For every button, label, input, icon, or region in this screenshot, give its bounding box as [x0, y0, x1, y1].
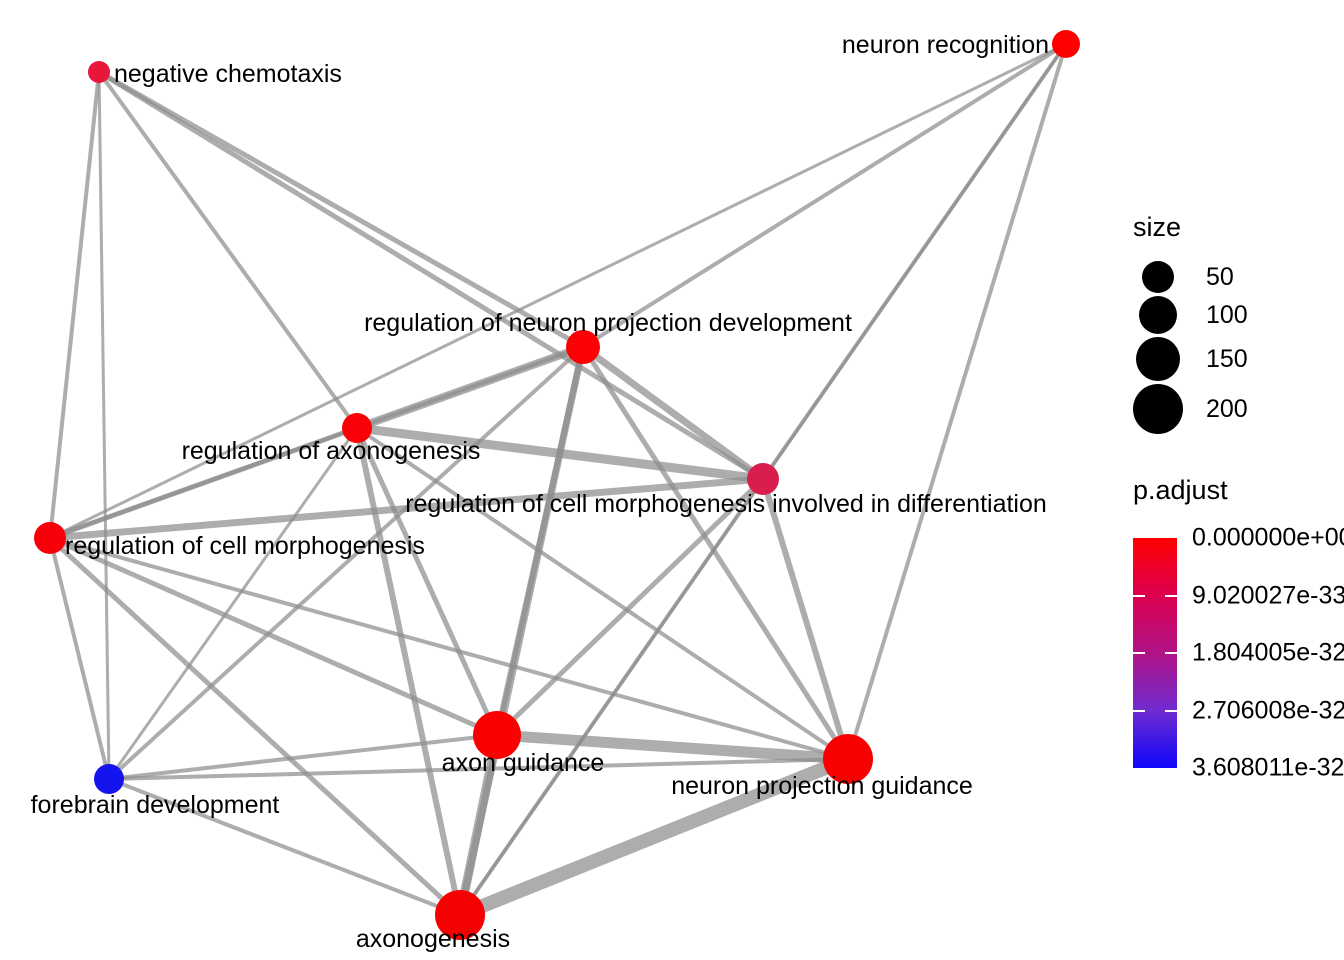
edge-forebrain-development--neuron-projection-guidance — [108, 757, 849, 781]
node-neuron-recognition — [1052, 30, 1080, 58]
padjust-tick-label: 2.706008e-32 — [1192, 696, 1344, 724]
edge-negative-chemotaxis--reg-cell-morphogenesis — [48, 71, 101, 539]
edge-reg-cell-morphogenesis--axonogenesis — [48, 536, 462, 917]
padjust-tick-label: 0.000000e+00 — [1192, 523, 1344, 552]
edge-negative-chemotaxis--reg-axonogenesis — [97, 70, 359, 430]
edge-reg-axonogenesis--reg-cell-morphogenesis — [49, 425, 358, 541]
node-label-reg-neuron-projection-development: regulation of neuron projection developm… — [364, 309, 852, 337]
node-reg-cell-morphogenesis-differentiation — [747, 463, 779, 495]
edge-reg-neuron-projection-development--reg-cell-morphogenesis-differentiation — [580, 344, 766, 482]
size-legend-circle — [1136, 337, 1180, 381]
size-legend-item: 100 — [1126, 296, 1336, 334]
padjust-legend: p.adjust 0.000000e+00 9.020027e-33 1.80400… — [1126, 475, 1344, 784]
node-label-forebrain-development: forebrain development — [31, 791, 280, 819]
edge-reg-cell-morphogenesis--axon-guidance — [48, 535, 499, 738]
size-legend-circle-cell — [1126, 384, 1190, 434]
size-legend-circle-cell — [1126, 261, 1190, 293]
edge-reg-neuron-projection-development--neuron-projection-guidance — [580, 345, 851, 761]
size-legend-item: 200 — [1126, 384, 1336, 434]
edge-axon-guidance--neuron-projection-guidance — [496, 729, 849, 765]
edge-reg-cell-morphogenesis--forebrain-development — [48, 537, 111, 780]
edge-reg-axonogenesis--neuron-projection-guidance — [355, 426, 850, 761]
padjust-legend-body: 0.000000e+00 9.020027e-33 1.804005e-32 2.70… — [1126, 524, 1344, 784]
edge-negative-chemotaxis--reg-neuron-projection-development — [97, 69, 585, 350]
node-reg-neuron-projection-development — [566, 330, 600, 364]
size-legend-circle-cell — [1126, 337, 1190, 381]
edge-reg-cell-morphogenesis-differentiation--axonogenesis — [458, 477, 765, 917]
node-label-axon-guidance: axon guidance — [442, 749, 605, 777]
size-legend-item: 50 — [1126, 261, 1336, 293]
node-label-reg-cell-morphogenesis: regulation of cell morphogenesis — [65, 532, 425, 560]
node-label-reg-axonogenesis: regulation of axonogenesis — [182, 437, 481, 465]
node-neuron-projection-guidance — [823, 734, 873, 784]
edge-neuron-recognition--neuron-projection-guidance — [846, 43, 1068, 760]
padjust-legend-title: p.adjust — [1133, 475, 1228, 505]
edge-reg-cell-morphogenesis--neuron-projection-guidance — [49, 536, 849, 761]
edge-negative-chemotaxis--reg-cell-morphogenesis-differentiation — [97, 69, 765, 482]
edge-reg-cell-morphogenesis-differentiation--neuron-projection-guidance — [760, 478, 851, 760]
size-legend-label: 200 — [1206, 394, 1248, 423]
padjust-tick-mark — [1133, 709, 1145, 712]
size-legend-circle — [1139, 296, 1177, 334]
size-legend-label: 100 — [1206, 300, 1248, 329]
node-label-axonogenesis: axonogenesis — [356, 925, 510, 953]
node-label-negative-chemotaxis: negative chemotaxis — [114, 60, 342, 88]
edge-neuron-recognition--reg-cell-morphogenesis — [49, 42, 1067, 540]
edge-reg-neuron-projection-development--forebrain-development — [107, 345, 585, 781]
padjust-tick-mark — [1165, 709, 1177, 712]
edge-reg-cell-morphogenesis-differentiation--axon-guidance — [495, 477, 765, 737]
edge-reg-cell-morphogenesis-differentiation--reg-cell-morphogenesis — [49, 475, 764, 542]
padjust-tick-mark — [1165, 652, 1177, 654]
node-reg-cell-morphogenesis — [34, 522, 66, 554]
size-legend-circle — [1142, 261, 1174, 293]
padjust-tick-label: 3.608011e-32 — [1192, 753, 1344, 782]
size-legend-label: 50 — [1206, 262, 1234, 291]
node-axon-guidance — [473, 711, 521, 759]
edge-reg-axonogenesis--reg-cell-morphogenesis-differentiation — [356, 423, 764, 484]
size-legend: size 50 100 150 200 — [1126, 212, 1336, 437]
edge-forebrain-development--axon-guidance — [108, 733, 498, 781]
size-legend-circle-cell — [1126, 296, 1190, 334]
padjust-tick-mark — [1133, 652, 1145, 654]
edge-reg-axonogenesis--forebrain-development — [107, 427, 359, 780]
padjust-tick-mark — [1165, 594, 1177, 597]
padjust-tick-label: 9.020027e-33 — [1192, 581, 1344, 609]
node-label-neuron-projection-guidance: neuron projection guidance — [671, 772, 973, 800]
size-legend-items: 50 100 150 200 — [1126, 261, 1336, 434]
node-axonogenesis — [435, 890, 485, 940]
edge-neuron-recognition--reg-neuron-projection-development — [581, 42, 1068, 349]
edge-negative-chemotaxis--forebrain-development — [97, 71, 111, 780]
node-label-neuron-recognition: neuron recognition — [842, 31, 1049, 59]
edge-forebrain-development--axonogenesis — [108, 777, 461, 917]
size-legend-label: 150 — [1206, 344, 1248, 373]
edge-reg-axonogenesis--axon-guidance — [354, 426, 500, 737]
padjust-tick-label: 1.804005e-32 — [1192, 638, 1344, 667]
size-legend-circle — [1133, 384, 1183, 434]
padjust-tick-mark — [1133, 594, 1145, 597]
node-reg-axonogenesis — [342, 413, 372, 443]
size-legend-item: 150 — [1126, 337, 1336, 381]
size-legend-title: size — [1133, 212, 1182, 242]
node-negative-chemotaxis — [88, 61, 110, 83]
edge-axonogenesis--neuron-projection-guidance — [457, 752, 851, 922]
edge-axon-guidance--axonogenesis — [455, 734, 502, 916]
node-label-reg-cell-morphogenesis-differentiation: regulation of cell morphogenesis involve… — [405, 490, 1047, 518]
node-forebrain-development — [94, 764, 124, 794]
